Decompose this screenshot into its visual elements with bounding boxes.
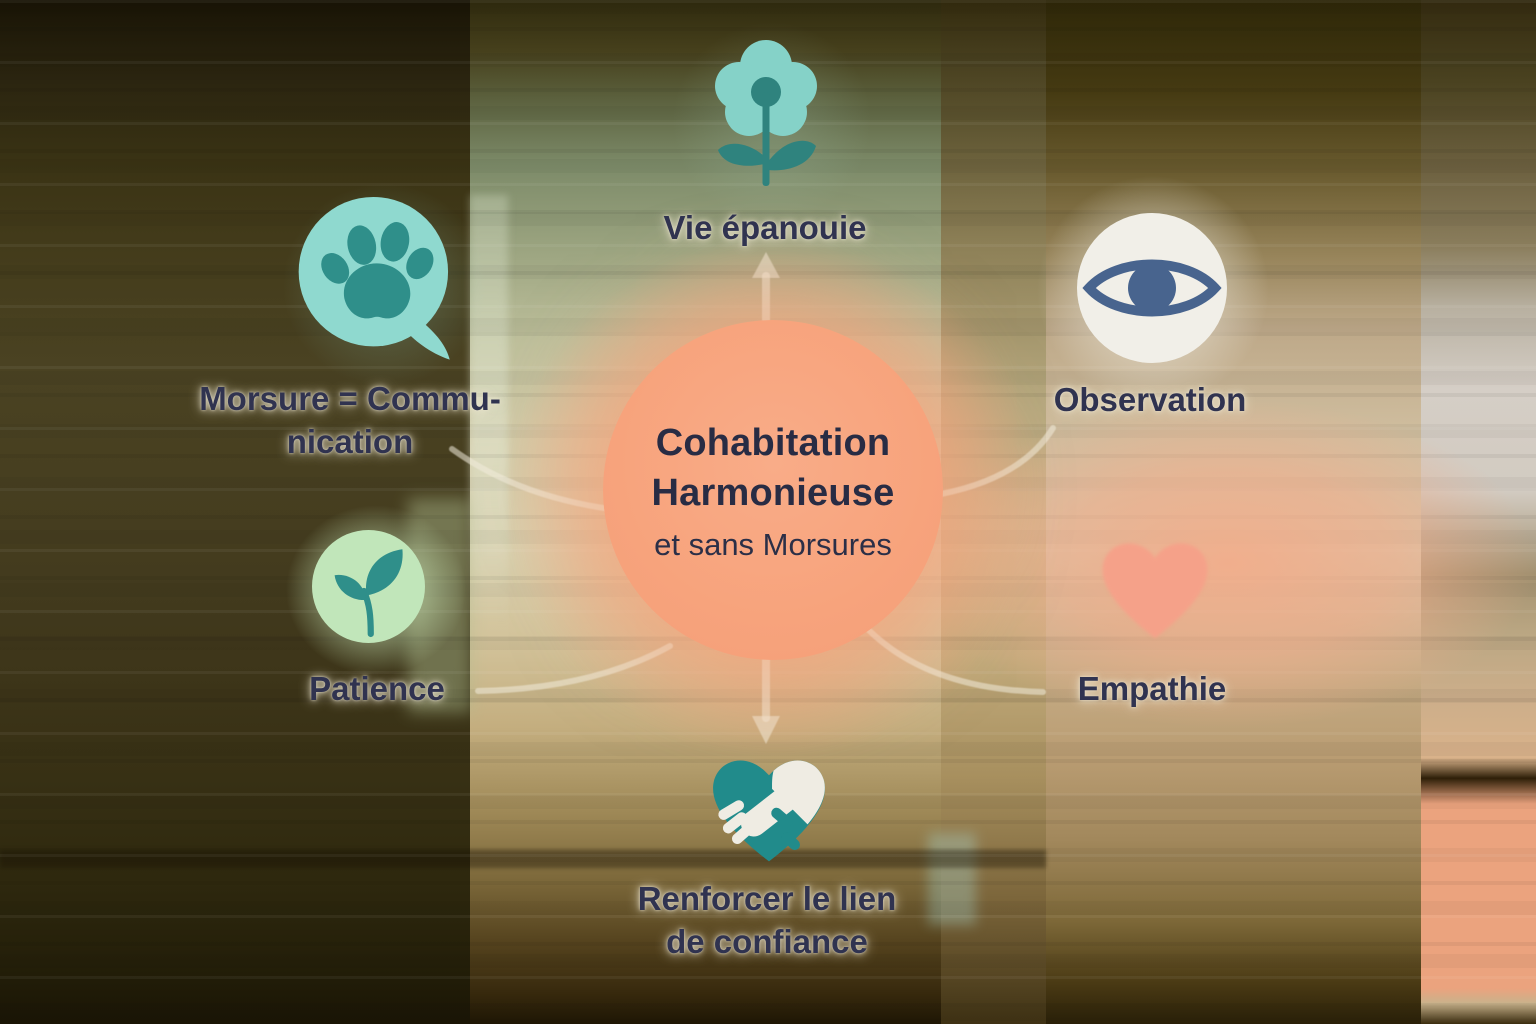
paw-print: [321, 222, 434, 319]
label-renforcer-line1: Renforcer le lien: [637, 880, 897, 917]
background-pale-edge: [470, 195, 508, 625]
label-patience: Patience: [309, 670, 445, 707]
central-title-line1: Cohabitation: [655, 421, 891, 464]
connector-curve-right-top: [938, 425, 1056, 497]
central-title-line2: Harmonieuse: [651, 471, 895, 514]
eye-glyph: [1082, 259, 1222, 317]
paw-speech-bubble-icon: [298, 197, 450, 360]
sprout-icon: [312, 530, 425, 643]
label-morsure-line1: Morsure = Commu-: [199, 380, 501, 417]
label-morsure-communication: Morsure = Commu- nication: [130, 377, 570, 463]
arrow-down-icon: [752, 650, 780, 744]
handshake-heart-icon: [713, 760, 825, 862]
label-empathie: Empathie: [1077, 670, 1227, 707]
background-teal-patch: [928, 833, 976, 925]
heart-icon: [1102, 543, 1208, 639]
connector-curve-left-bottom: [475, 643, 673, 694]
central-node: Cohabitation Harmonieuse et sans Morsure…: [603, 320, 943, 660]
label-renforcer-lien: Renforcer le lien de confiance: [567, 877, 967, 963]
eye-icon: [1077, 213, 1227, 363]
label-vie-epanouie: Vie épanouie: [663, 209, 867, 246]
connector-curve-left-top: [449, 446, 621, 513]
flower-icon: [715, 40, 817, 186]
label-observation: Observation: [1053, 381, 1247, 418]
arrow-up-icon: [752, 252, 780, 326]
sprout-glyph: [334, 549, 403, 638]
connector-curve-right-bottom: [857, 618, 1046, 695]
central-subtitle: et sans Morsures: [654, 526, 892, 562]
background-dark-strip: [0, 850, 1046, 868]
label-morsure-line2: nication: [286, 423, 414, 460]
label-renforcer-line2: de confiance: [666, 923, 868, 960]
